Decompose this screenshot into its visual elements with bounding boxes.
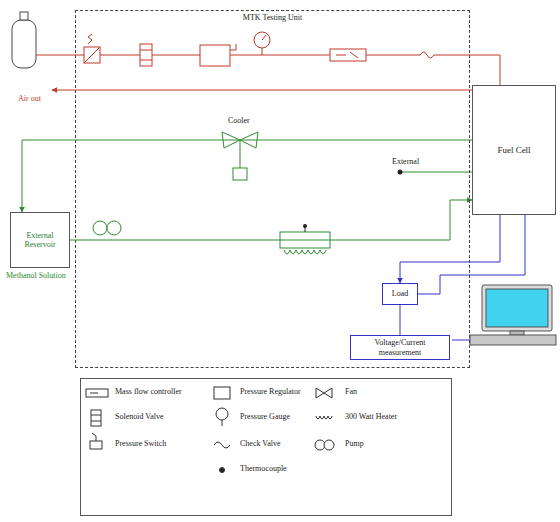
legend-symbols-part [90, 393, 98, 394]
testing-unit-boundary: MTK Testing UnitLoadVoltage/Current meas… [75, 10, 470, 368]
connector [400, 215, 500, 283]
legend-symbols-part [220, 468, 225, 473]
legend-text: Check Valve [240, 440, 281, 449]
computer-symbol-part [510, 331, 524, 335]
component-label: Cooler [228, 117, 250, 126]
pressure-gauge-symbol-part [262, 35, 266, 40]
computer-symbol [470, 285, 556, 345]
check-valve-symbol-part [420, 50, 434, 60]
connector [400, 305, 401, 335]
solenoid-valve-symbol-part [140, 50, 152, 60]
computer-symbol-part [470, 335, 556, 345]
load-box: Load [382, 283, 418, 305]
mass-flow-controller-symbol-part [330, 49, 366, 61]
legend-symbols-part [91, 410, 101, 426]
pressure-regulator-box-part [230, 44, 236, 50]
legend-text: 300 Watt Heater [345, 413, 397, 422]
pressure-gauge-symbol-part [254, 32, 270, 48]
connector [418, 215, 525, 294]
mass-flow-controller-symbol [330, 49, 366, 61]
sensor-label: External [392, 158, 419, 167]
computer-symbol-part [486, 289, 548, 327]
pressure-gauge-symbol-part [262, 48, 263, 55]
legend-text: Solenoid Valve [115, 413, 164, 422]
legend-symbols-part [92, 433, 96, 441]
legend-symbols [86, 387, 334, 473]
pump-symbol-part [93, 221, 107, 235]
measurement-box: Voltage/Current measurement [350, 335, 450, 360]
gas-cylinder [12, 12, 36, 68]
pressure-regulator-symbol [84, 34, 100, 63]
pressure-regulator-box-part [200, 45, 230, 66]
outlet-label: Air out [18, 95, 41, 104]
legend-symbols-part [324, 440, 334, 450]
legend-symbols-part [216, 408, 228, 420]
pump-symbol [93, 221, 121, 235]
cooler-fan-symbol-part [233, 168, 247, 180]
reservoir-box: External Reservoir [10, 212, 70, 268]
legend-text: Mass flow controller [115, 388, 182, 397]
legend-symbols-part [214, 442, 230, 448]
legend-symbols-part [90, 441, 102, 449]
node-text: Load [392, 289, 408, 298]
heater-symbol [280, 224, 330, 254]
legend-symbols-part [316, 416, 332, 419]
legend-text: Thermocouple [240, 465, 287, 474]
gas-cylinder-part [20, 12, 28, 20]
legend-symbols-part [91, 415, 101, 421]
thermocouple-line-part [400, 172, 472, 173]
heater-symbol-part [284, 250, 326, 254]
legend-text: Pressure Gauge [240, 413, 290, 422]
node-text: Fuel Cell [497, 145, 530, 155]
mass-flow-controller-symbol-part [336, 52, 358, 58]
computer-symbol-part [482, 285, 552, 331]
legend-box [80, 378, 452, 516]
connector [70, 200, 472, 240]
legend-symbols-part [214, 387, 230, 399]
pressure-regulator-box [200, 44, 236, 66]
check-valve-symbol-part [420, 52, 434, 58]
thermocouple-line-part [398, 170, 403, 175]
check-valve-symbol [420, 50, 434, 60]
legend-symbols-part [86, 389, 108, 397]
connector [22, 140, 472, 212]
legend-text: Pressure Switch [115, 440, 166, 449]
solenoid-valve-symbol [140, 44, 152, 66]
pump-symbol-part [107, 221, 121, 235]
air-out-line [52, 90, 472, 91]
cooler-fan-symbol [222, 132, 258, 180]
pressure-gauge-symbol [254, 32, 270, 55]
measurement-to-computer-line-part [452, 340, 470, 341]
measurement-to-computer-line [452, 340, 470, 341]
legend-symbols-part [316, 388, 332, 398]
gas-cylinder-part [12, 20, 36, 68]
pressure-regulator-symbol-part [84, 34, 100, 63]
fuel-cell-box: Fuel Cell [472, 85, 556, 215]
node-text: External Reservoir [14, 231, 66, 249]
solution-label: Methanol Solution [6, 272, 66, 281]
node-text: Voltage/Current measurement [354, 338, 446, 356]
legend-symbols-part [222, 420, 223, 426]
node-text: MTK Testing Unit [240, 13, 305, 22]
legend-text: Fan [345, 388, 357, 397]
heater-symbol-part [303, 224, 307, 228]
air-out-line-part [52, 90, 472, 91]
legend-text: Pump [345, 440, 364, 449]
thermocouple-line [398, 170, 473, 175]
cooler-fan-symbol-part [240, 140, 241, 168]
solenoid-valve-symbol-part [140, 44, 152, 66]
legend-text: Pressure Regulator [240, 388, 301, 397]
